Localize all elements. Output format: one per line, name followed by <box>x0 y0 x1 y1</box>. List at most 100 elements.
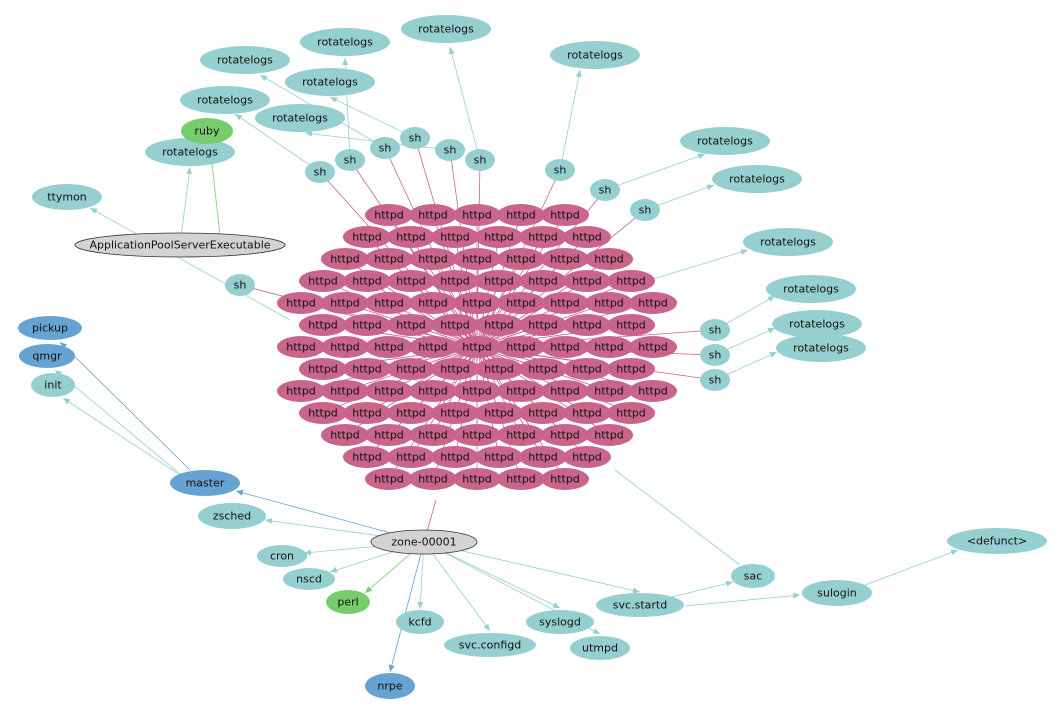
node-sh[interactable] <box>700 319 730 341</box>
node-httpd[interactable] <box>299 358 347 380</box>
node-master[interactable] <box>170 470 240 496</box>
node-httpd[interactable] <box>607 270 655 292</box>
node-httpd[interactable] <box>541 424 589 446</box>
node-rotatelogs[interactable] <box>145 138 235 166</box>
node-httpd[interactable] <box>409 204 457 226</box>
node-defunct[interactable] <box>947 528 1047 554</box>
node-httpd[interactable] <box>387 270 435 292</box>
node-httpd[interactable] <box>365 292 413 314</box>
node-httpd[interactable] <box>365 204 413 226</box>
node-httpd[interactable] <box>563 226 611 248</box>
node-httpd[interactable] <box>563 446 611 468</box>
node-httpd[interactable] <box>431 358 479 380</box>
node-zone[interactable] <box>370 529 478 555</box>
node-httpd[interactable] <box>497 248 545 270</box>
node-httpd[interactable] <box>585 292 633 314</box>
node-httpd[interactable] <box>453 380 501 402</box>
node-httpd[interactable] <box>519 358 567 380</box>
node-httpd[interactable] <box>409 424 457 446</box>
node-httpd[interactable] <box>343 226 391 248</box>
node-httpd[interactable] <box>519 270 567 292</box>
node-httpd[interactable] <box>585 248 633 270</box>
node-httpd[interactable] <box>585 424 633 446</box>
node-httpd[interactable] <box>607 402 655 424</box>
node-rotatelogs[interactable] <box>743 228 833 256</box>
node-httpd[interactable] <box>453 424 501 446</box>
node-httpd[interactable] <box>563 314 611 336</box>
node-pickup[interactable] <box>18 316 82 340</box>
node-httpd[interactable] <box>387 358 435 380</box>
node-httpd[interactable] <box>475 270 523 292</box>
node-httpd[interactable] <box>387 226 435 248</box>
node-rotatelogs[interactable] <box>200 46 290 74</box>
node-sulogin[interactable] <box>802 580 872 606</box>
node-httpd[interactable] <box>343 270 391 292</box>
node-sh[interactable] <box>435 139 465 161</box>
node-sac[interactable] <box>731 564 775 588</box>
node-httpd[interactable] <box>431 402 479 424</box>
node-sh[interactable] <box>305 161 335 183</box>
node-httpd[interactable] <box>365 336 413 358</box>
node-qmgr[interactable] <box>19 344 75 368</box>
node-httpd[interactable] <box>409 380 457 402</box>
node-rotatelogs[interactable] <box>776 334 866 362</box>
node-httpd[interactable] <box>277 380 325 402</box>
node-httpd[interactable] <box>497 468 545 490</box>
node-syslogd[interactable] <box>526 610 594 634</box>
node-httpd[interactable] <box>409 292 457 314</box>
node-httpd[interactable] <box>519 446 567 468</box>
node-httpd[interactable] <box>387 314 435 336</box>
node-httpd[interactable] <box>519 226 567 248</box>
node-httpd[interactable] <box>387 402 435 424</box>
node-httpd[interactable] <box>299 270 347 292</box>
node-httpd[interactable] <box>475 314 523 336</box>
node-sh[interactable] <box>700 344 730 366</box>
node-svc-startd[interactable] <box>596 593 684 617</box>
node-httpd[interactable] <box>585 380 633 402</box>
node-rotatelogs[interactable] <box>300 28 390 56</box>
node-httpd[interactable] <box>497 336 545 358</box>
node-httpd[interactable] <box>541 336 589 358</box>
node-perl[interactable] <box>326 590 370 614</box>
node-httpd[interactable] <box>453 204 501 226</box>
node-httpd[interactable] <box>365 248 413 270</box>
node-httpd[interactable] <box>409 468 457 490</box>
node-httpd[interactable] <box>497 292 545 314</box>
node-utmpd[interactable] <box>570 636 630 660</box>
node-httpd[interactable] <box>497 204 545 226</box>
node-httpd[interactable] <box>343 314 391 336</box>
node-httpd[interactable] <box>541 204 589 226</box>
node-httpd[interactable] <box>387 446 435 468</box>
node-cron[interactable] <box>257 545 307 567</box>
node-httpd[interactable] <box>365 380 413 402</box>
node-httpd[interactable] <box>343 446 391 468</box>
node-rotatelogs[interactable] <box>180 86 270 114</box>
node-httpd[interactable] <box>541 292 589 314</box>
node-httpd[interactable] <box>629 292 677 314</box>
node-sh[interactable] <box>335 149 365 171</box>
node-httpd[interactable] <box>299 402 347 424</box>
node-sh[interactable] <box>400 127 430 149</box>
node-rotatelogs[interactable] <box>401 15 491 43</box>
node-httpd[interactable] <box>475 446 523 468</box>
node-httpd[interactable] <box>321 380 369 402</box>
node-httpd[interactable] <box>541 248 589 270</box>
node-sh[interactable] <box>370 137 400 159</box>
node-httpd[interactable] <box>519 402 567 424</box>
node-rotatelogs[interactable] <box>766 275 856 303</box>
node-httpd[interactable] <box>431 314 479 336</box>
node-httpd[interactable] <box>321 336 369 358</box>
node-httpd[interactable] <box>321 248 369 270</box>
node-httpd[interactable] <box>563 402 611 424</box>
node-httpd[interactable] <box>365 424 413 446</box>
node-httpd[interactable] <box>541 380 589 402</box>
node-init[interactable] <box>31 373 75 397</box>
node-sh[interactable] <box>545 159 575 181</box>
node-rotatelogs[interactable] <box>712 165 802 193</box>
node-svc-configd[interactable] <box>444 633 536 657</box>
node-httpd[interactable] <box>431 270 479 292</box>
node-httpd[interactable] <box>453 468 501 490</box>
node-httpd[interactable] <box>453 336 501 358</box>
node-httpd[interactable] <box>497 424 545 446</box>
node-httpd[interactable] <box>321 424 369 446</box>
